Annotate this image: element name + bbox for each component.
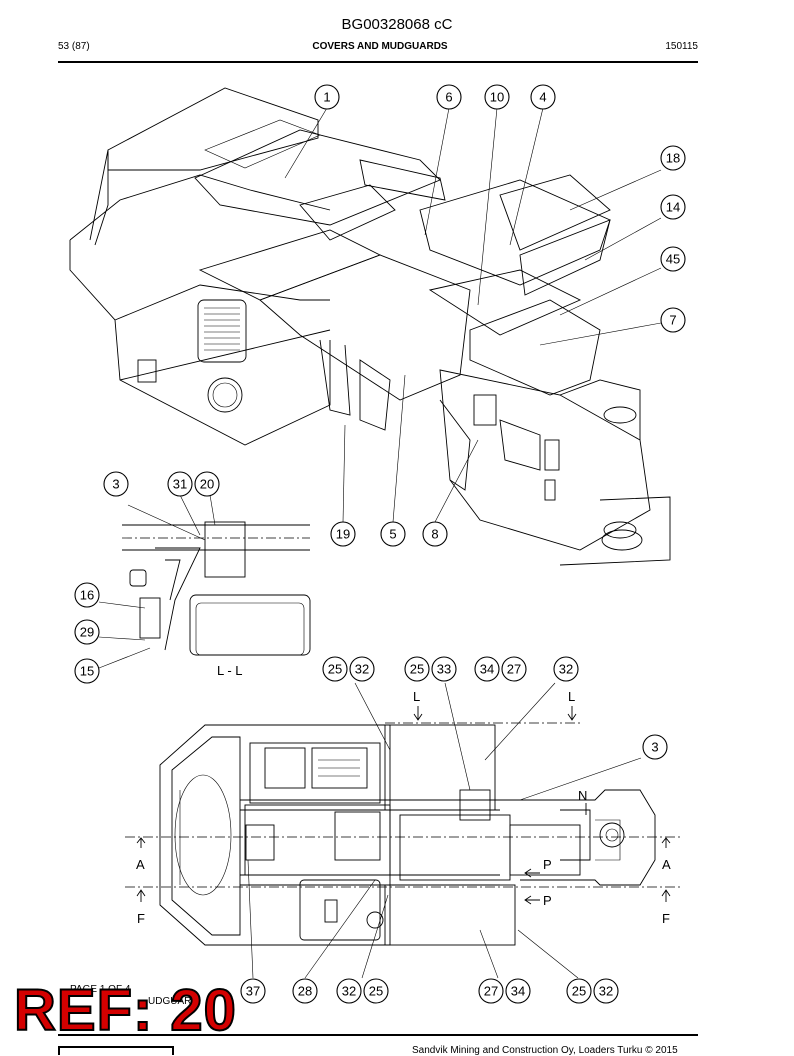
- callout-3-plan: 3: [642, 734, 668, 760]
- section-mark-f-right: F: [662, 911, 670, 926]
- svg-text:32: 32: [599, 984, 613, 999]
- isometric-machine-view: [69, 87, 671, 566]
- document-id: BG00328068 cC: [341, 16, 453, 33]
- callout-32-d: 32: [593, 978, 619, 1004]
- section-title: COVERS AND MUDGUARDS: [312, 41, 448, 52]
- footer-rule: [58, 1034, 698, 1036]
- callout-27-a: 27: [501, 656, 527, 682]
- reference-stamp: REF: 20: [13, 978, 237, 1043]
- footer-subtitle: UDGUARD: [148, 996, 199, 1007]
- svg-text:29: 29: [80, 625, 94, 640]
- callout-37: 37: [240, 978, 266, 1004]
- svg-text:25: 25: [369, 984, 383, 999]
- section-mark-l-left: L: [413, 689, 420, 704]
- footer-page-count: PAGE 1 OF 4: [70, 984, 131, 995]
- svg-text:25: 25: [328, 662, 342, 677]
- callout-3-detail: 3: [103, 471, 129, 497]
- svg-text:34: 34: [480, 662, 494, 677]
- callout-7: 7: [660, 307, 686, 333]
- svg-text:34: 34: [511, 984, 525, 999]
- callout-1: 1: [314, 84, 340, 110]
- svg-text:6: 6: [445, 90, 452, 105]
- brand-logo: [58, 1046, 174, 1055]
- callout-14: 14: [660, 194, 686, 220]
- svg-text:19: 19: [336, 527, 350, 542]
- svg-text:18: 18: [666, 151, 680, 166]
- section-mark-l-right: L: [568, 689, 575, 704]
- header-rule: [58, 61, 698, 63]
- svg-text:7: 7: [669, 313, 676, 328]
- svg-text:10: 10: [490, 90, 504, 105]
- callout-45: 45: [660, 246, 686, 272]
- callout-29: 29: [74, 619, 100, 645]
- callout-6: 6: [436, 84, 462, 110]
- svg-text:37: 37: [246, 984, 260, 999]
- svg-text:27: 27: [484, 984, 498, 999]
- svg-text:5: 5: [389, 527, 396, 542]
- section-mark-a-right: A: [662, 857, 671, 872]
- callout-32-c: 32: [336, 978, 362, 1004]
- svg-text:25: 25: [572, 984, 586, 999]
- svg-text:45: 45: [666, 252, 680, 267]
- svg-text:14: 14: [666, 200, 680, 215]
- callout-8: 8: [422, 521, 448, 547]
- callout-34-b: 34: [505, 978, 531, 1004]
- callout-18: 18: [660, 145, 686, 171]
- section-mark-p-upper: P: [543, 857, 552, 872]
- svg-text:1: 1: [323, 90, 330, 105]
- callout-27-b: 27: [478, 978, 504, 1004]
- callout-33: 33: [431, 656, 457, 682]
- callout-25-a: 25: [322, 656, 348, 682]
- callout-5: 5: [380, 521, 406, 547]
- callout-20: 20: [194, 471, 220, 497]
- callout-28: 28: [292, 978, 318, 1004]
- svg-text:3: 3: [112, 477, 119, 492]
- svg-text:32: 32: [342, 984, 356, 999]
- svg-text:27: 27: [507, 662, 521, 677]
- svg-text:20: 20: [200, 477, 214, 492]
- callout-25-d: 25: [566, 978, 592, 1004]
- svg-text:32: 32: [355, 662, 369, 677]
- detail-view-l-l: [98, 494, 311, 669]
- svg-text:25: 25: [410, 662, 424, 677]
- footer-copyright: Sandvik Mining and Construction Oy, Load…: [412, 1045, 678, 1056]
- svg-text:33: 33: [437, 662, 451, 677]
- section-mark-f-left: F: [137, 911, 145, 926]
- callout-32-b: 32: [553, 656, 579, 682]
- svg-text:32: 32: [559, 662, 573, 677]
- svg-text:31: 31: [173, 477, 187, 492]
- section-mark-n: N: [578, 788, 587, 803]
- svg-text:8: 8: [431, 527, 438, 542]
- callout-19: 19: [330, 521, 356, 547]
- callout-25-c: 25: [363, 978, 389, 1004]
- svg-text:3: 3: [651, 740, 658, 755]
- section-mark-a-left: A: [136, 857, 145, 872]
- page-reference: 53 (87): [58, 41, 90, 52]
- callout-32-a: 32: [349, 656, 375, 682]
- callout-4: 4: [530, 84, 556, 110]
- svg-text:28: 28: [298, 984, 312, 999]
- svg-text:4: 4: [539, 90, 546, 105]
- date-code: 150115: [665, 41, 698, 52]
- plan-view: [125, 682, 680, 979]
- svg-text:15: 15: [80, 664, 94, 679]
- callout-16: 16: [74, 582, 100, 608]
- callout-15: 15: [74, 658, 100, 684]
- callout-31: 31: [167, 471, 193, 497]
- callout-34-a: 34: [474, 656, 500, 682]
- section-mark-p-lower: P: [543, 893, 552, 908]
- section-label-l-l: L - L: [217, 663, 243, 678]
- callout-10: 10: [484, 84, 510, 110]
- svg-text:16: 16: [80, 588, 94, 603]
- callout-25-b: 25: [404, 656, 430, 682]
